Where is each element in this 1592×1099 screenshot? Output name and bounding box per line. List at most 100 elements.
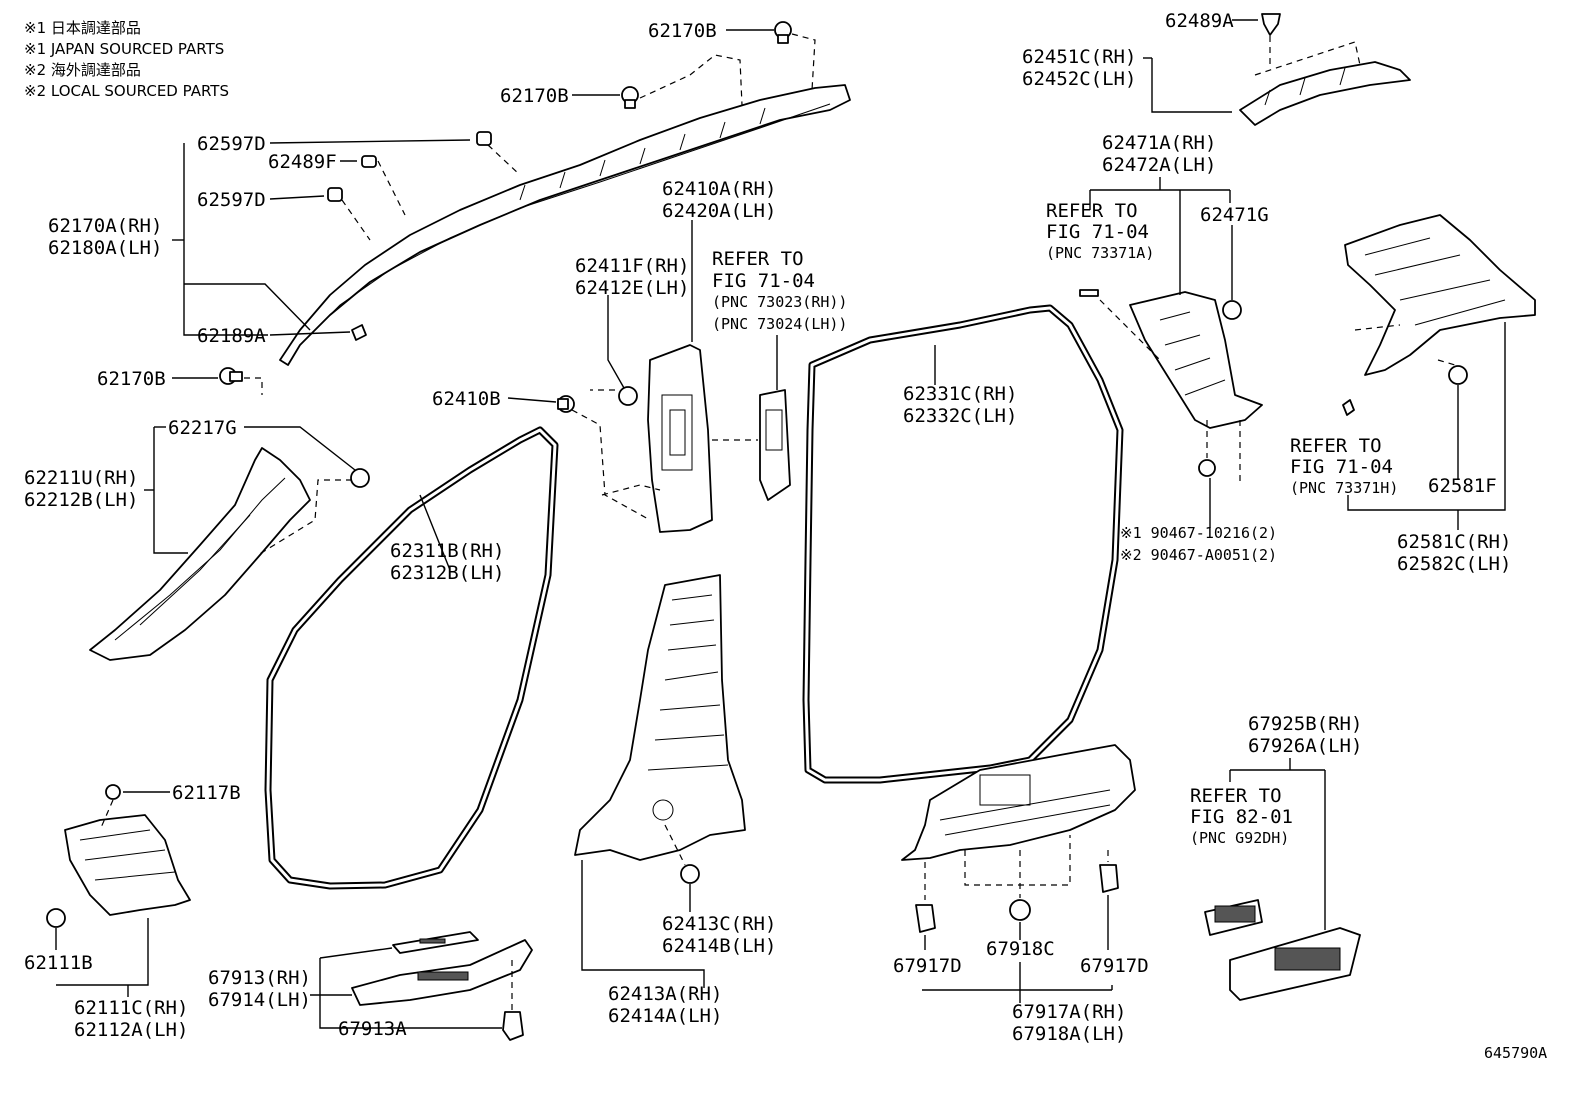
label-62411F-rh: 62411F(RH) (575, 255, 689, 277)
ref-73023-line3: (PNC 73023(RH)) (712, 293, 847, 311)
rear-door-weatherstrip (802, 304, 1124, 784)
label-62312B-lh: 62312B(LH) (390, 562, 504, 584)
label-62311B-rh: 62311B(RH) (390, 540, 504, 562)
label-62170B-low: 62170B (97, 368, 166, 390)
label-62452C-lh: 62452C(LH) (1022, 68, 1136, 90)
label-62211U-rh: 62211U(RH) (24, 467, 138, 489)
label-62451C-rh: 62451C(RH) (1022, 46, 1136, 68)
clip-62189A (351, 324, 367, 341)
part-labels: 62170B 62170B 62597D 62489F 62597D 62170… (24, 10, 1547, 1062)
roof-side-inner-garnish (1239, 61, 1411, 126)
clip-62170B-mid (621, 86, 639, 109)
label-67918C: 67918C (986, 938, 1055, 960)
ref-73023-line2: FIG 71-04 (712, 270, 815, 292)
label-62581C-rh: 62581C(RH) (1397, 531, 1511, 553)
label-62414A-lh: 62414A(LH) (608, 1005, 722, 1027)
ref-G92DH-line2: FIG 82-01 (1190, 806, 1293, 828)
label-67917A-rh: 67917A(RH) (1012, 1001, 1126, 1023)
screw-90467 (1198, 459, 1216, 477)
ref-73371H-line1: REFER TO (1290, 435, 1382, 457)
clip-67918C (1009, 899, 1031, 921)
label-62217G: 62217G (168, 417, 237, 439)
clip-62413C (680, 864, 700, 884)
note-local-en: ※2 LOCAL SOURCED PARTS (24, 82, 229, 100)
clip-62170B-top (774, 21, 792, 44)
clip-62489A (1261, 13, 1281, 36)
clip-62411F (618, 386, 638, 406)
clip-67917D-a (915, 904, 936, 933)
note-japan-jp: ※1 日本調達部品 (24, 19, 141, 37)
label-90467-japan: ※1 90467-10216(2) (1120, 524, 1277, 542)
label-62170B-mid: 62170B (500, 85, 569, 107)
label-62597D-a: 62597D (197, 133, 266, 155)
pin-73371A (1079, 289, 1099, 297)
cowl-side-trim (64, 814, 191, 916)
note-japan-en: ※1 JAPAN SOURCED PARTS (24, 40, 224, 58)
label-67913-rh: 67913(RH) (208, 967, 311, 989)
clip-67917D-b (1099, 864, 1119, 893)
quarter-pillar-garnish (1129, 291, 1263, 429)
label-67917D-a: 67917D (893, 955, 962, 977)
clip-62471G (1222, 300, 1242, 320)
clip-62111B (46, 908, 66, 928)
center-pillar-lower-garnish (574, 574, 746, 861)
ref-G92DH-line3: (PNC G92DH) (1190, 829, 1289, 847)
clip-62117B (105, 784, 121, 800)
label-67925B-rh: 67925B(RH) (1248, 713, 1362, 735)
rear-quarter-upper-garnish (1344, 214, 1536, 376)
label-62597D-b: 62597D (197, 189, 266, 211)
clip-62597D-a (476, 131, 492, 146)
clip-62217G (350, 468, 370, 488)
clip-62581F (1448, 365, 1468, 385)
label-62112A-lh: 62112A(LH) (74, 1019, 188, 1041)
clip-67913A (502, 1011, 524, 1041)
label-67913A: 67913A (338, 1018, 407, 1040)
seatbelt-adjuster (759, 389, 791, 501)
pin-73371H (1342, 399, 1355, 416)
ref-73371H-line3: (PNC 73371H) (1290, 479, 1398, 497)
label-62170B-top: 62170B (648, 20, 717, 42)
label-62413C-rh: 62413C(RH) (662, 913, 776, 935)
label-62412E-lh: 62412E(LH) (575, 277, 689, 299)
center-pillar-upper-garnish (647, 344, 713, 533)
label-62581F: 62581F (1428, 475, 1497, 497)
label-62489A: 62489A (1165, 10, 1234, 32)
label-62472A-lh: 62472A(LH) (1102, 154, 1216, 176)
reference-notes: REFER TO FIG 71-04 (PNC 73023(RH)) (PNC … (712, 200, 1398, 847)
ref-73023-line4: (PNC 73024(LH)) (712, 315, 847, 333)
label-62413A-rh: 62413A(RH) (608, 983, 722, 1005)
label-90467-local: ※2 90467-A0051(2) (1120, 546, 1277, 564)
ref-73371A-line2: FIG 71-04 (1046, 221, 1149, 243)
ref-73371A-line3: (PNC 73371A) (1046, 244, 1154, 262)
figure-number: 645790A (1484, 1044, 1547, 1062)
roof-side-garnish (279, 84, 851, 366)
note-local-jp: ※2 海外調達部品 (24, 61, 141, 79)
label-62180A-lh: 62180A(LH) (48, 237, 162, 259)
label-62414B-lh: 62414B(LH) (662, 935, 776, 957)
label-67918A-lh: 67918A(LH) (1012, 1023, 1126, 1045)
front-pillar-garnish (89, 447, 311, 661)
label-62189A: 62189A (197, 325, 266, 347)
label-62111B: 62111B (24, 952, 93, 974)
clip-62170B-low (219, 367, 243, 385)
clip-62489F (361, 155, 377, 168)
label-62410B: 62410B (432, 388, 501, 410)
label-67926A-lh: 67926A(LH) (1248, 735, 1362, 757)
label-62332C-lh: 62332C(LH) (903, 405, 1017, 427)
label-62420A-lh: 62420A(LH) (662, 200, 776, 222)
label-62331C-rh: 62331C(RH) (903, 383, 1017, 405)
ref-G92DH-line1: REFER TO (1190, 785, 1282, 807)
label-62471A-rh: 62471A(RH) (1102, 132, 1216, 154)
ref-73371A-line1: REFER TO (1046, 200, 1138, 222)
clip-62597D-b (327, 187, 343, 202)
label-62582C-lh: 62582C(LH) (1397, 553, 1511, 575)
label-62410A-rh: 62410A(RH) (662, 178, 776, 200)
front-door-weatherstrip (264, 426, 559, 890)
scuff-plate (351, 931, 533, 1006)
sourcing-notes: ※1 日本調達部品 ※1 JAPAN SOURCED PARTS ※2 海外調達… (24, 19, 229, 100)
label-62212B-lh: 62212B(LH) (24, 489, 138, 511)
ref-73023-line1: REFER TO (712, 248, 804, 270)
label-67914-lh: 67914(LH) (208, 989, 311, 1011)
label-67917D-b: 67917D (1080, 955, 1149, 977)
